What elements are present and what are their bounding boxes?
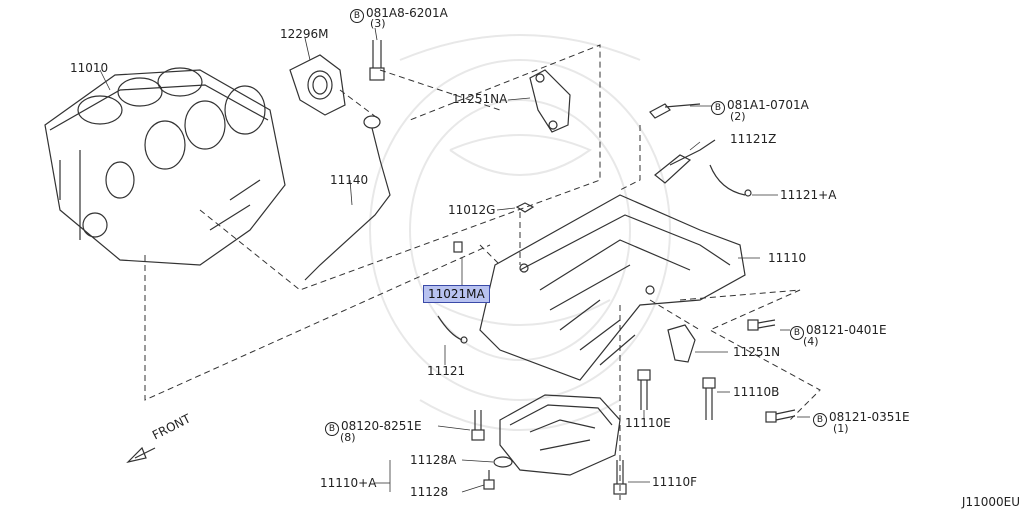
label-11110f: 11110F bbox=[652, 475, 698, 489]
plug-11012g-drawing bbox=[515, 202, 535, 213]
lower-oil-pan-drawing bbox=[499, 394, 621, 476]
cylinder-block-drawing bbox=[44, 67, 286, 266]
diagram-code: J11000EU bbox=[961, 495, 1020, 509]
label-11121: 11121 bbox=[427, 364, 466, 378]
label-11110a: 11110+A bbox=[320, 476, 377, 490]
oil-level-gauge-drawing bbox=[304, 115, 391, 281]
bolt-08120-8251e-drawing bbox=[471, 410, 485, 441]
tube-11121a-drawing bbox=[709, 164, 752, 197]
qty-08121-0351e: (1) bbox=[833, 422, 849, 435]
bolt-symbol-icon: B bbox=[325, 422, 339, 436]
watermark-logo bbox=[369, 34, 671, 431]
label-11121z: 11121Z bbox=[730, 132, 777, 146]
bolt-08121-0351e-drawing bbox=[765, 409, 796, 423]
bolt-08121-0401e-drawing bbox=[747, 319, 776, 331]
bolt-symbol-icon: B bbox=[790, 326, 804, 340]
label-11128: 11128 bbox=[410, 485, 449, 499]
upper-oil-pan-drawing bbox=[479, 194, 746, 381]
part-11021ma-drawing bbox=[453, 241, 463, 253]
label-11012g: 11012G bbox=[448, 203, 496, 217]
bolt-11110b-drawing bbox=[702, 377, 716, 420]
label-11010: 11010 bbox=[70, 61, 109, 75]
qty-081a1: (2) bbox=[730, 110, 746, 123]
label-11251n: 11251N bbox=[733, 345, 781, 359]
gasket-11251n-drawing bbox=[667, 324, 696, 363]
drain-plug-drawing bbox=[483, 456, 513, 490]
bolt-081a1-drawing bbox=[649, 103, 701, 119]
qty-08120-8251e: (8) bbox=[340, 431, 356, 444]
bolt-symbol-icon: B bbox=[711, 101, 725, 115]
qty-08121-0401e: (4) bbox=[803, 335, 819, 348]
label-11110: 11110 bbox=[768, 251, 807, 265]
label-11110e: 11110E bbox=[625, 416, 671, 430]
label-11140: 11140 bbox=[330, 173, 369, 187]
qty-081a8: (3) bbox=[370, 17, 386, 30]
label-11128a: 11128A bbox=[410, 453, 457, 467]
bolt-symbol-icon: B bbox=[350, 9, 364, 23]
label-11021ma-highlighted[interactable]: 11021MA bbox=[423, 285, 490, 303]
guide-lines bbox=[144, 44, 821, 500]
bolt-11110f-drawing bbox=[613, 460, 627, 495]
label-11251na: 11251NA bbox=[452, 92, 508, 106]
label-12296m: 12296M bbox=[280, 27, 329, 41]
gasket-11251na-drawing bbox=[529, 69, 571, 133]
leader-lines bbox=[99, 27, 810, 493]
bolt-symbol-icon: B bbox=[813, 413, 827, 427]
bolt-081a8-drawing bbox=[369, 40, 385, 81]
label-11121a: 11121+A bbox=[780, 188, 837, 202]
bolt-11110e-drawing bbox=[637, 369, 651, 410]
tube-11121-drawing bbox=[437, 315, 468, 344]
breather-11121z-drawing bbox=[654, 139, 716, 184]
seal-retainer-drawing bbox=[289, 54, 346, 116]
label-11110b: 11110B bbox=[733, 385, 780, 399]
front-arrow-icon bbox=[126, 446, 156, 464]
